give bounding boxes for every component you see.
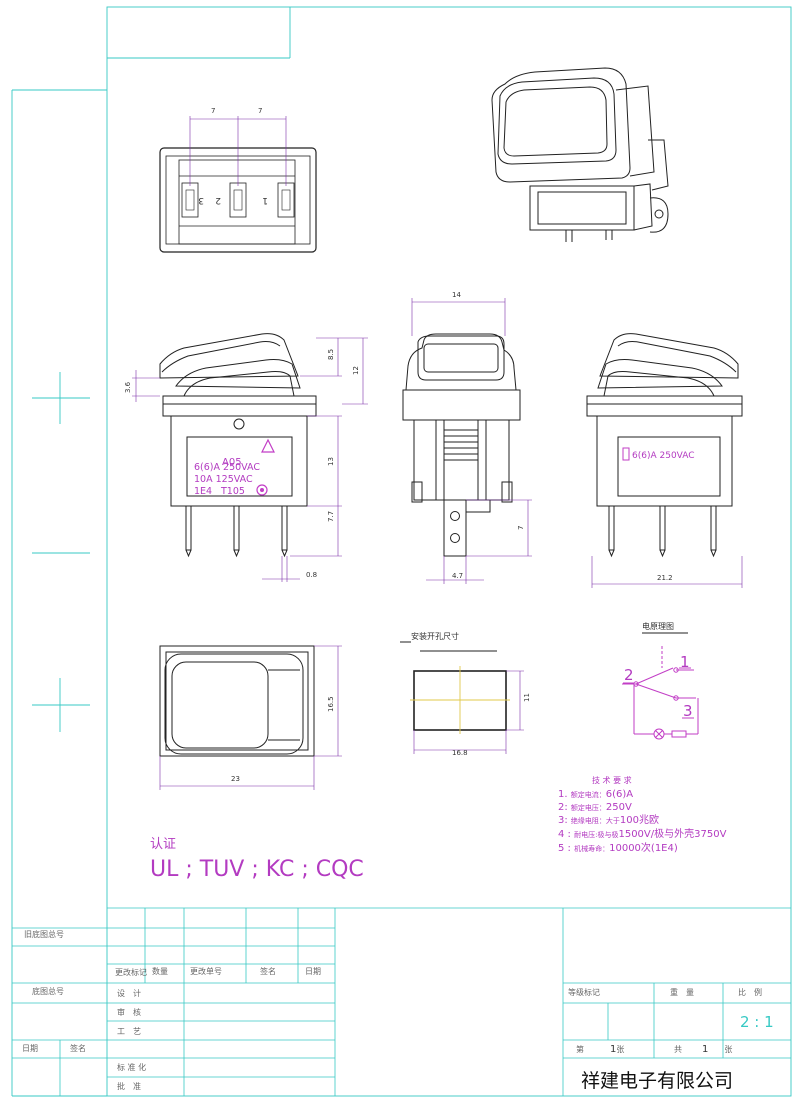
tb-drawing-no: 底图总号 bbox=[32, 986, 64, 996]
tb-signature: 签名 bbox=[260, 966, 276, 976]
dim-21-2: 21.2 bbox=[657, 574, 673, 582]
terminal-1 bbox=[277, 182, 295, 218]
circuit-terminal-1: 1 bbox=[680, 653, 690, 671]
tb-stage-mark: 等级标记 bbox=[568, 987, 600, 997]
tb-review: 审 核 bbox=[117, 1007, 141, 1017]
dim-13: 13 bbox=[327, 457, 335, 466]
tech-line-5: 5 : 机械寿命：10000次(1E4) bbox=[558, 841, 678, 854]
tb-change-no: 更改单号 bbox=[190, 966, 222, 976]
tech-title: 技 术 要 求 bbox=[592, 775, 632, 785]
tb-date2: 日期 bbox=[305, 967, 321, 976]
dim-0-8: 0.8 bbox=[306, 571, 317, 579]
front-rating-4: T105 bbox=[220, 486, 245, 497]
side-cert-icon bbox=[622, 447, 630, 461]
svg-text:5 : 机械寿命：10000次(1E4): 5 : 机械寿命：10000次(1E4) bbox=[558, 841, 678, 854]
side-rating: 6(6)A 250VAC bbox=[632, 451, 695, 461]
title-block: 旧底图总号 底图总号 日期 签名 更改标记 数量 更改单号 签名 日期 设 计 … bbox=[12, 907, 791, 1096]
circuit-diagram: 电原理图 2 1 3 bbox=[622, 621, 699, 740]
cert-marks: UL ; TUV ; KC ; CQC bbox=[150, 857, 364, 882]
dim-23: 23 bbox=[231, 775, 240, 783]
svg-text:4 : 耐电压:极与极1500V/极与外壳3750V: 4 : 耐电压:极与极1500V/极与外壳3750V bbox=[558, 827, 727, 840]
dim-16-5: 16.5 bbox=[327, 696, 335, 712]
circuit-terminal-3: 3 bbox=[683, 702, 693, 720]
tb-company: 祥建电子有限公司 bbox=[581, 1070, 733, 1092]
dim-4-7: 4.7 bbox=[452, 572, 463, 580]
cert-round-icon bbox=[256, 484, 268, 496]
front-rating-3: 1E4 bbox=[194, 486, 212, 497]
tb-old-drawing-no: 旧底图总号 bbox=[24, 929, 64, 939]
terminal-3 bbox=[181, 182, 199, 218]
dim-12: 12 bbox=[352, 366, 360, 375]
dim-3-6: 3.6 bbox=[124, 381, 132, 393]
side-view: 14 4.7 7 bbox=[402, 291, 532, 584]
tb-quantity: 数量 bbox=[152, 966, 168, 976]
cert-title: 认证 bbox=[150, 837, 176, 852]
right-view: 6(6)A 250VAC 21.2 bbox=[586, 333, 743, 588]
dim-7-pin: 7 bbox=[517, 526, 525, 530]
isometric-view bbox=[491, 67, 669, 242]
svg-text:1. 额定电流：6(6)A: 1. 额定电流：6(6)A bbox=[558, 789, 633, 800]
tb-scale: 比 例 bbox=[738, 987, 762, 997]
front-rating-1: 6(6)A 250VAC bbox=[194, 462, 260, 473]
svg-text:2: 额定电压：250V: 2: 额定电压：250V bbox=[558, 802, 632, 813]
bottom-view: 16.5 23 bbox=[159, 645, 342, 790]
dim-14: 14 bbox=[452, 291, 461, 299]
tech-line-2: 2: 额定电压：250V bbox=[558, 802, 632, 813]
front-rating-2: 10A 125VAC bbox=[194, 474, 253, 485]
tb-change-mark: 更改标记 bbox=[115, 967, 147, 977]
tb-weight: 重 量 bbox=[670, 987, 694, 997]
tb-sign: 签名 bbox=[70, 1043, 86, 1053]
top-view: 3 2 1 7 7 bbox=[159, 107, 317, 253]
terminal-label-1: 1 bbox=[262, 195, 268, 205]
terminal-label-3: 3 bbox=[198, 195, 204, 205]
dim-pitch-a: 7 bbox=[211, 107, 215, 115]
tech-line-1: 1. 额定电流：6(6)A bbox=[558, 789, 633, 800]
tech-line-4: 4 : 耐电压:极与极1500V/极与外壳3750V bbox=[558, 827, 727, 840]
dim-pitch-b: 7 bbox=[258, 107, 262, 115]
front-view: A05 6(6)A 250VAC 10A 125VAC 1E4 T105 bbox=[124, 333, 368, 582]
svg-text:3: 绝缘电阻：大于100兆欧: 3: 绝缘电阻：大于100兆欧 bbox=[558, 814, 659, 826]
tb-approve: 批 准 bbox=[117, 1081, 141, 1091]
cert-triangle-icon bbox=[261, 438, 275, 453]
tb-design: 设 计 bbox=[117, 988, 141, 998]
tech-requirements: 技 术 要 求 1. 额定电流：6(6)A 2: 额定电压：250V 3: 绝缘… bbox=[558, 775, 727, 854]
dim-7-7: 7.7 bbox=[327, 511, 335, 522]
drawing-frame bbox=[11, 6, 792, 1097]
terminal-label-2: 2 bbox=[215, 195, 221, 205]
tb-date: 日期 bbox=[22, 1044, 38, 1053]
tb-standard: 标 准 化 bbox=[117, 1062, 146, 1072]
tb-scale-value: 2 : 1 bbox=[740, 1013, 774, 1031]
tb-process: 工 艺 bbox=[117, 1027, 141, 1036]
certifications: 认证 UL ; TUV ; KC ; CQC bbox=[150, 837, 364, 882]
cutout-height-label: 11 bbox=[523, 693, 531, 702]
circuit-title: 电原理图 bbox=[642, 621, 674, 631]
cutout-view: 安装开孔尺寸 11 16.8 bbox=[400, 631, 531, 757]
tech-line-3: 3: 绝缘电阻：大于100兆欧 bbox=[558, 814, 659, 826]
lamp-icon bbox=[653, 728, 665, 740]
terminal-2 bbox=[229, 182, 247, 218]
cutout-title: 安装开孔尺寸 bbox=[411, 631, 459, 641]
cutout-width-label: 16.8 bbox=[452, 749, 468, 757]
circuit-terminal-2: 2 bbox=[624, 666, 634, 684]
dim-8-5: 8.5 bbox=[327, 349, 335, 360]
front-model: A05 bbox=[222, 457, 242, 468]
